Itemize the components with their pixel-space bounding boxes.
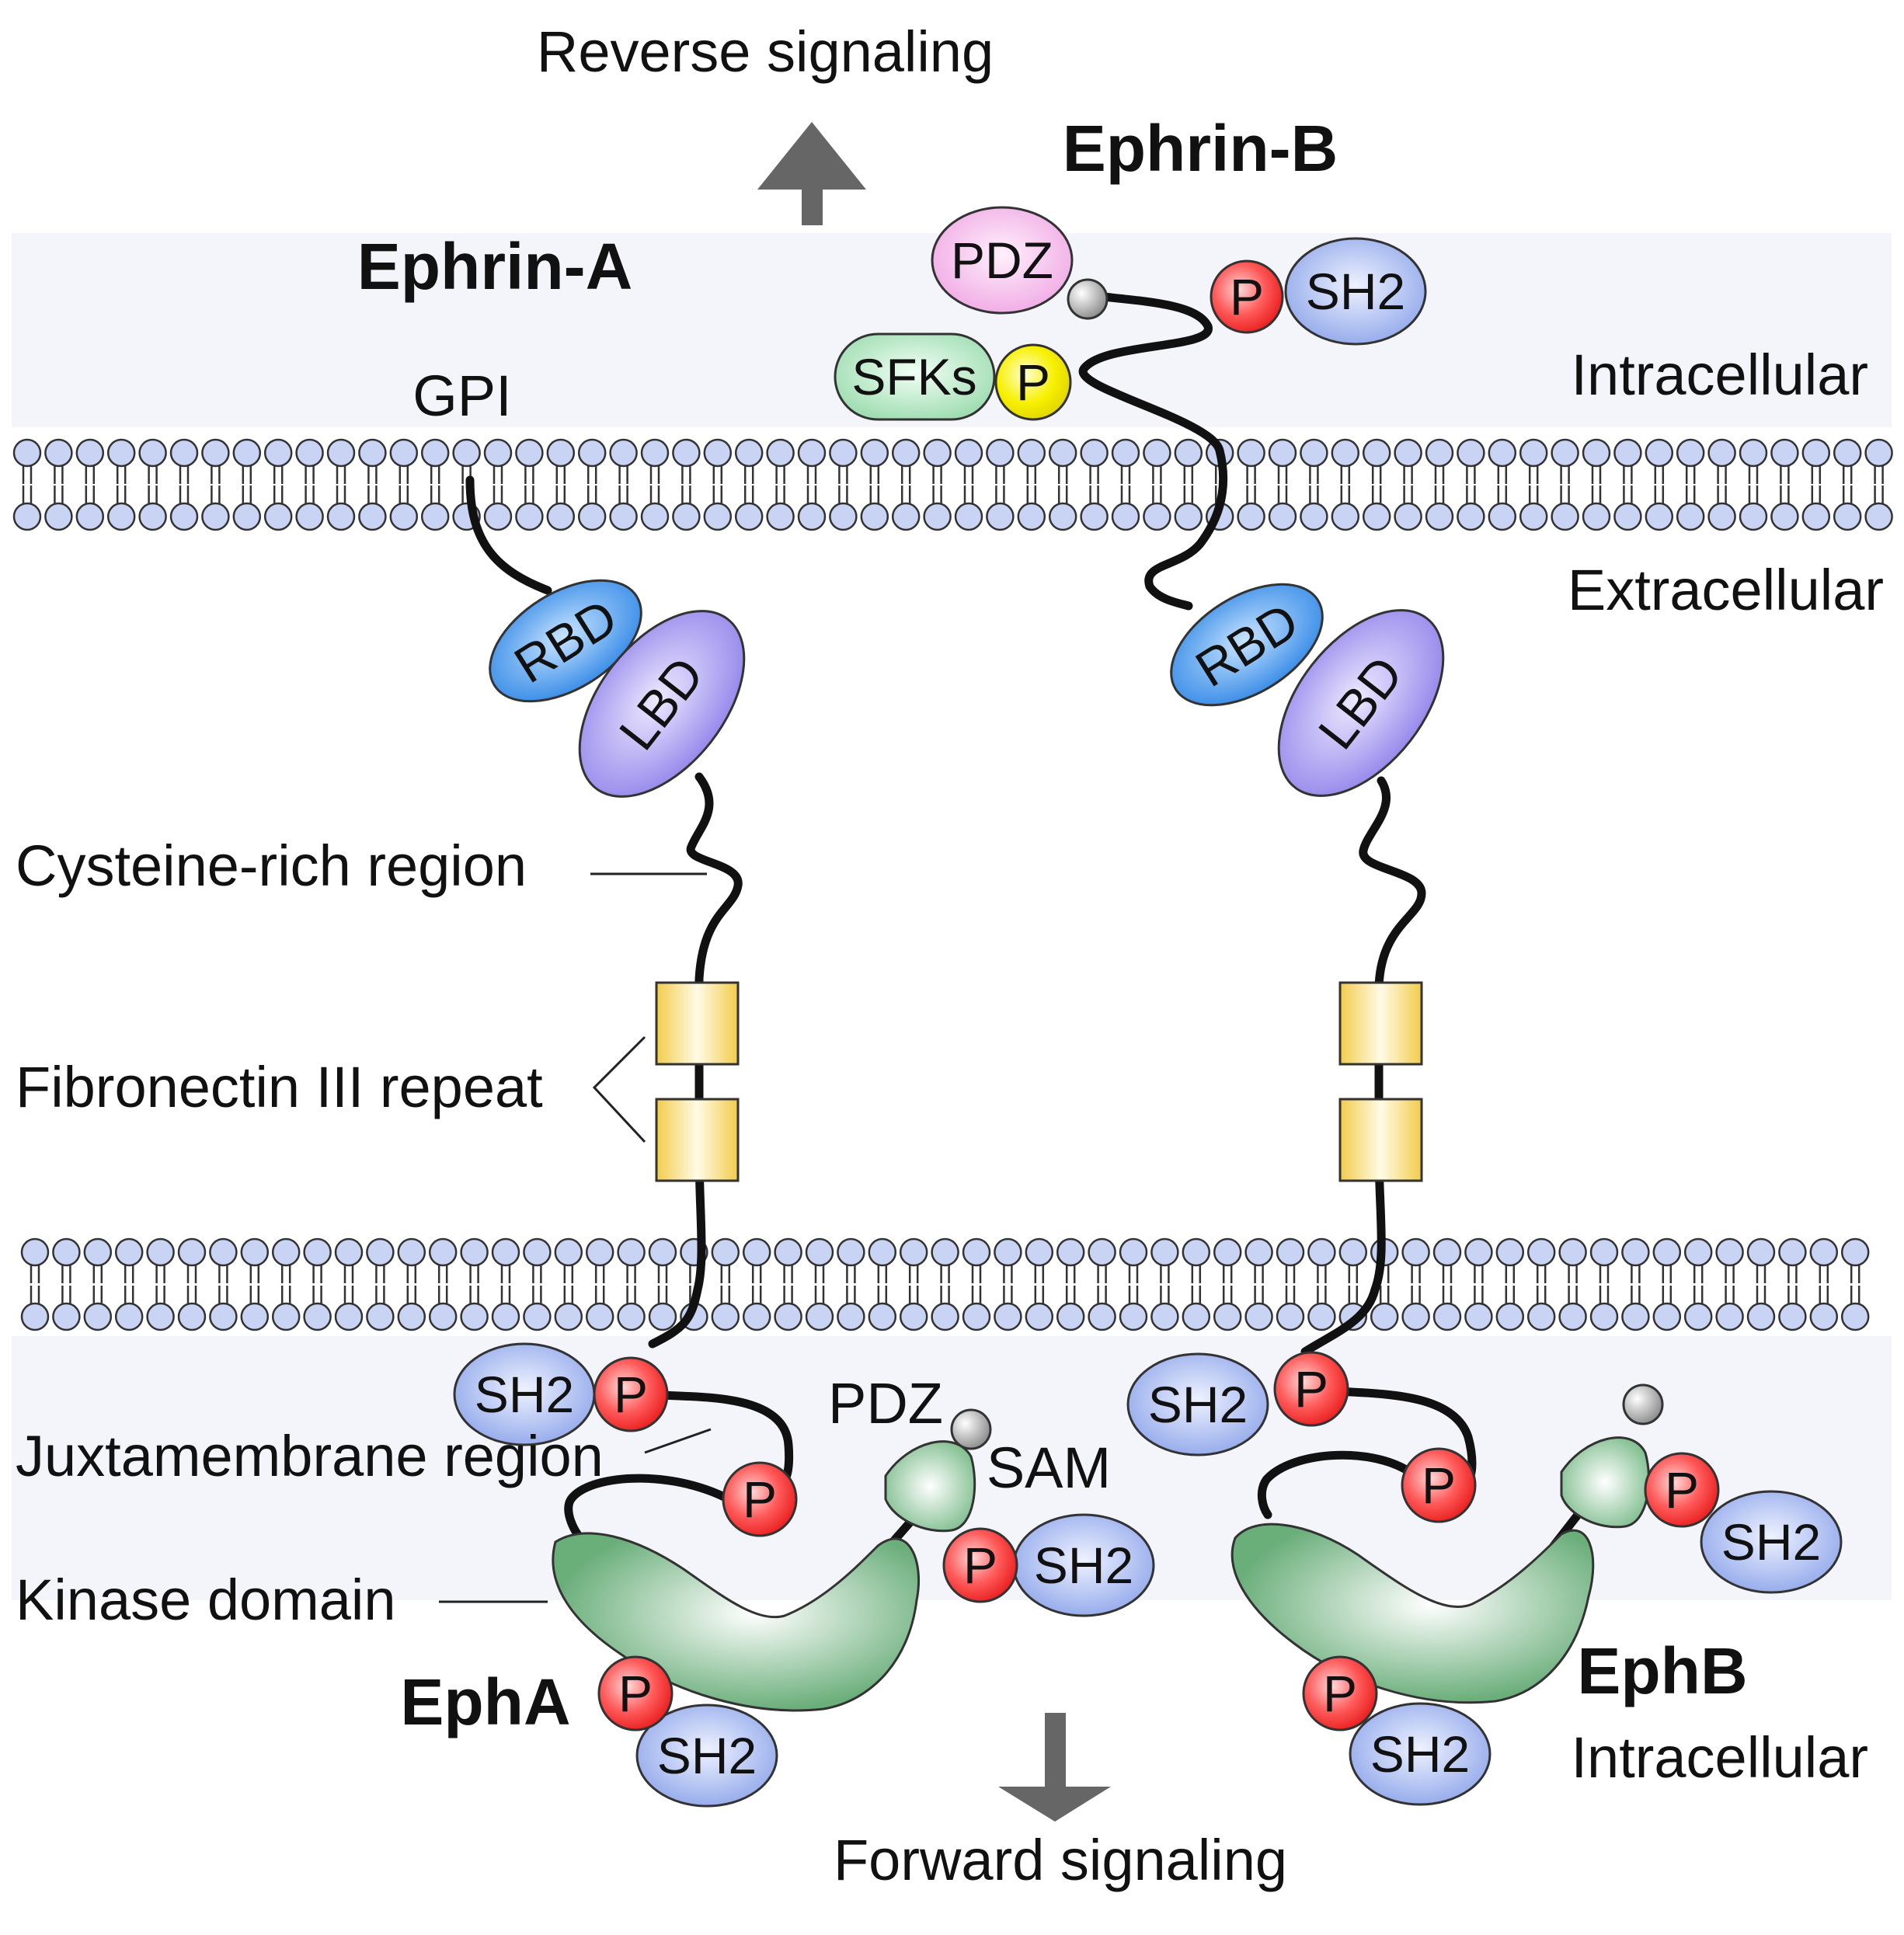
gpi-label: GPI [412, 364, 511, 428]
juxtamembrane-region-label: Juxtamembrane region [16, 1424, 604, 1488]
pdz-domain-ephrin-b: PDZ [931, 206, 1074, 315]
ephrin-b-label: Ephrin-B [1063, 112, 1338, 185]
svg-text:P: P [1230, 268, 1264, 325]
svg-text:P: P [1294, 1360, 1328, 1418]
sam-domain-left [884, 1440, 976, 1533]
lbd-domain-right: LBD [1277, 609, 1445, 797]
phospho-site-ephb-1: P [1273, 1351, 1349, 1427]
sh2-domain-epha-bottom: SH2 [635, 1704, 778, 1808]
cysteine-rich-region-label: Cysteine-rich region [16, 834, 527, 898]
svg-text:SH2: SH2 [1034, 1537, 1133, 1594]
arrow-down-icon [998, 1713, 1111, 1822]
intracellular-bottom-label: Intracellular [1571, 1725, 1868, 1790]
svg-text:SFKs: SFKs [851, 348, 976, 405]
svg-text:P: P [1323, 1665, 1357, 1722]
phospho-site-ephb-3: P [1644, 1452, 1720, 1528]
lbd-domain-left: LBD [578, 610, 746, 798]
sfks-domain: SFKs [834, 332, 996, 421]
sh2-domain-ephb-bottom: SH2 [1349, 1702, 1492, 1806]
juxtamembrane-leader-line [644, 1428, 712, 1454]
kinase-domain-label: Kinase domain [16, 1568, 396, 1632]
fibronectin-repeat-left-1 [655, 981, 740, 1066]
sh2-domain-ephb-sam: SH2 [1700, 1490, 1843, 1594]
pdz-epha-label: PDZ [828, 1371, 943, 1436]
svg-text:SH2: SH2 [1370, 1725, 1470, 1783]
reverse-signaling-label: Reverse signaling [537, 19, 994, 84]
sh2-domain-ephrin-b: SH2 [1284, 237, 1427, 346]
svg-text:P: P [1016, 353, 1050, 411]
epha-juxtamembrane-chain-2 [564, 1474, 747, 1547]
phospho-site-epha-4: P [597, 1655, 674, 1731]
intracellular-top-label: Intracellular [1571, 343, 1868, 407]
svg-text:SH2: SH2 [475, 1366, 574, 1423]
fibronectin-repeat-right-2 [1338, 1098, 1423, 1182]
svg-text:SH2: SH2 [657, 1727, 757, 1784]
lipid-bilayer-icon [20, 1237, 1870, 1331]
phospho-site-ephb-2: P [1401, 1447, 1477, 1523]
svg-text:SH2: SH2 [1721, 1513, 1821, 1571]
svg-text:P: P [1665, 1461, 1699, 1519]
pdz-binding-motif-icon [1622, 1383, 1664, 1425]
svg-text:SH2: SH2 [1148, 1376, 1248, 1433]
phospho-site-ephrin-b: P [1210, 259, 1284, 334]
sam-label: SAM [987, 1436, 1111, 1500]
lipid-bilayer-icon [12, 438, 1893, 531]
phospho-site-epha-1: P [593, 1356, 669, 1432]
ephrin-b-chain [1078, 291, 1228, 611]
fibronectin-repeat-right-1 [1338, 981, 1423, 1066]
phospho-site-yellow: P [994, 343, 1072, 421]
svg-text:P: P [1422, 1456, 1456, 1514]
svg-text:P: P [963, 1537, 997, 1594]
gpi-anchor-chain [465, 475, 552, 595]
extracellular-label: Extracellular [1568, 558, 1884, 622]
forward-signaling-label: Forward signaling [834, 1828, 1287, 1892]
svg-text:P: P [614, 1366, 648, 1423]
svg-text:PDZ: PDZ [951, 231, 1053, 289]
rbd-domain-right: RBD [1170, 583, 1324, 707]
svg-text:SH2: SH2 [1306, 263, 1405, 320]
pdz-binding-motif-icon [950, 1408, 992, 1450]
sh2-domain-epha-sam: SH2 [1012, 1513, 1155, 1617]
fibronectin-leader-line [592, 1035, 646, 1143]
pdz-binding-motif-icon [1067, 278, 1109, 320]
phospho-site-epha-2: P [722, 1461, 798, 1537]
sh2-domain-ephb-top: SH2 [1126, 1352, 1269, 1456]
ephb-juxtamembrane-chain-2 [1257, 1450, 1415, 1519]
kinase-domain-right [1230, 1523, 1595, 1704]
phospho-site-ephb-4: P [1302, 1655, 1378, 1731]
arrow-up-icon [757, 122, 866, 225]
svg-text:P: P [743, 1470, 777, 1528]
ephb-extracellular-chain [1300, 776, 1426, 1356]
ephb-label: EphB [1577, 1634, 1747, 1707]
svg-text:P: P [618, 1665, 653, 1722]
epha-label: EphA [400, 1665, 570, 1738]
fibronectin-iii-repeat-label: Fibronectin III repeat [16, 1055, 543, 1119]
epha-extracellular-chain [648, 772, 743, 1349]
ephrin-a-label: Ephrin-A [357, 230, 633, 303]
phospho-site-epha-3: P [942, 1527, 1018, 1603]
fibronectin-repeat-left-2 [655, 1098, 740, 1182]
